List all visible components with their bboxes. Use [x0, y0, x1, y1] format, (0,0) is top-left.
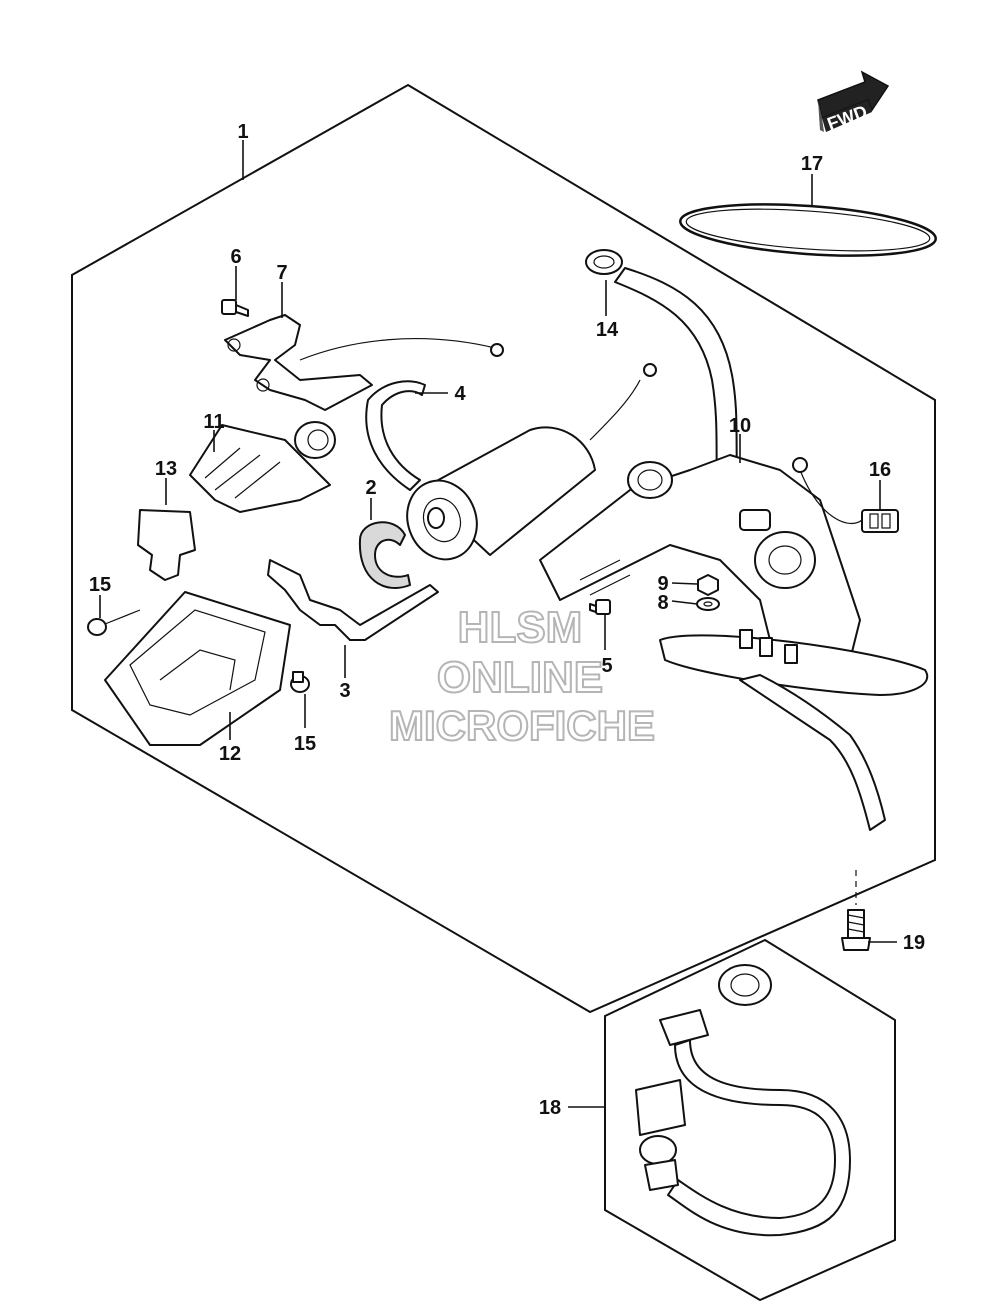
callout-3: 3 [339, 680, 350, 702]
callout-6: 6 [230, 246, 241, 268]
bracket-7 [224, 314, 504, 411]
callout-7: 7 [276, 262, 287, 284]
callout-13: 13 [155, 458, 177, 480]
o-ring-17 [679, 203, 937, 257]
watermark-line2: ONLINE [437, 653, 603, 702]
filter-11 [189, 421, 336, 513]
bracket-3 [267, 559, 439, 641]
callout-4: 4 [454, 383, 466, 405]
pump-band-4 [365, 380, 426, 491]
leader-8 [671, 600, 698, 605]
watermark: HLSM ONLINE MICROFICHE [388, 602, 656, 750]
callout-10: 10 [729, 415, 751, 437]
watermark-line3: MICROFICHE [389, 702, 655, 749]
fuel-pump-motor [406, 363, 657, 561]
callout-19: 19 [903, 932, 925, 954]
connector-16 [792, 457, 899, 533]
washer-8 [696, 597, 720, 611]
leader-9 [671, 582, 698, 585]
bolt-19 [841, 870, 871, 951]
callout-5: 5 [601, 655, 612, 677]
callout-15b: 15 [294, 733, 316, 755]
hose-assembly-18 [635, 964, 851, 1237]
callout-18: 18 [539, 1097, 561, 1119]
callout-8: 8 [657, 592, 668, 614]
gasket-13 [137, 509, 196, 581]
fwd-arrow-icon: FWD [817, 70, 890, 134]
screw-6 [221, 299, 249, 317]
callout-9: 9 [657, 573, 668, 595]
callout-12: 12 [219, 743, 241, 765]
callout-2: 2 [365, 477, 376, 499]
cover-12 [104, 591, 291, 746]
callout-14: 14 [596, 319, 619, 341]
nut-9 [697, 574, 719, 596]
callout-15a: 15 [89, 574, 111, 596]
screw-15a [87, 609, 141, 636]
callout-11: 11 [203, 411, 224, 433]
assembly-frame-1 [71, 83, 936, 1014]
assembly-frame-18 [604, 938, 896, 1302]
watermark-line1: HLSM [458, 603, 583, 652]
flange-plate [659, 629, 929, 831]
screw-15b [290, 671, 310, 693]
callout-1: 1 [237, 121, 248, 143]
screw-5 [589, 599, 611, 615]
hose-clamp-14 [585, 249, 623, 275]
callout-16: 16 [869, 459, 891, 481]
callout-17: 17 [801, 153, 823, 175]
cushion-2 [358, 521, 411, 589]
